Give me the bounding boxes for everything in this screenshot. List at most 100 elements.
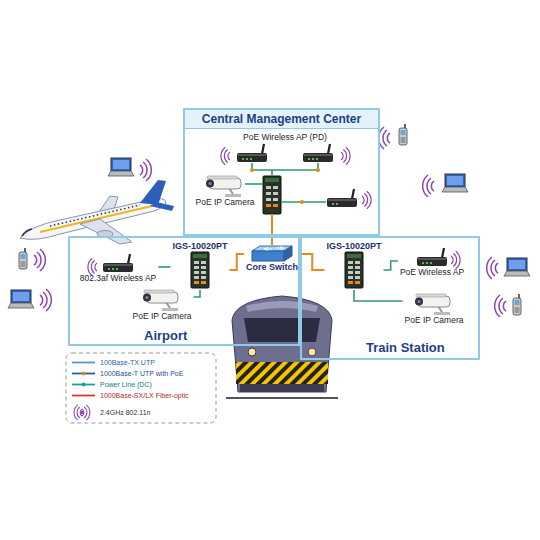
central-wires-part — [271, 214, 273, 245]
industrial-switch-icon-part-part — [201, 261, 206, 264]
access-point-icon-part-part — [442, 248, 444, 258]
core-switch-icon-part-part — [264, 247, 284, 251]
access-point-icon-part — [103, 254, 133, 272]
industrial-switch-icon-part-part — [348, 276, 353, 279]
wireless-devices-part — [379, 127, 390, 149]
ip-camera-icon-part-part — [206, 180, 214, 188]
access-point-icon-part-part — [108, 268, 110, 270]
legend-sample — [72, 383, 95, 387]
legend-sample — [74, 405, 90, 420]
device-label: PoE IP Camera — [405, 315, 464, 325]
train-part — [236, 362, 328, 384]
legend-row: 2.4GHz 802.11n — [100, 407, 189, 418]
wireless-devices-part — [362, 191, 371, 209]
industrial-switch-icon-part-part — [194, 266, 199, 269]
wireless-devices-part — [140, 159, 151, 181]
wireless-devices-part — [341, 147, 350, 165]
ip-camera-icon-part — [415, 294, 450, 315]
ip-camera-icon — [412, 293, 456, 315]
ip-camera-icon-part-part — [143, 294, 151, 302]
core-switch: Core Switch — [244, 244, 300, 273]
central-switch-part — [273, 204, 278, 207]
ip-camera: PoE IP Camera — [403, 292, 466, 326]
ip-camera-icon-part-part — [434, 312, 450, 315]
access-point-icons-part-part — [316, 158, 318, 160]
device-label: 802.3af Wireless AP — [80, 273, 157, 283]
device-label: PoE Wireless AP (PD) — [225, 132, 345, 143]
device-label: Core Switch — [246, 262, 298, 272]
poe-link — [384, 261, 398, 270]
airplane-part — [80, 219, 132, 244]
legend-sample-part — [72, 362, 95, 364]
core-switch-icon-part — [252, 246, 292, 261]
industrial-switch-icon-part-part — [201, 276, 206, 279]
ip-camera-icon-part-part — [209, 182, 212, 185]
legend-sample-part — [82, 372, 86, 376]
access-point-icon-part-part — [128, 254, 130, 264]
legend-row: 1000Base-SX/LX Fiber-optic — [100, 390, 189, 401]
legend-text: 100Base-TX UTP — [100, 359, 155, 366]
airplane-part — [150, 202, 174, 211]
legend-row: Power Line (DC) — [100, 379, 189, 390]
industrial-switch-icon-part-part — [194, 281, 199, 284]
access-point-icon-part — [417, 248, 447, 266]
central-wires-part — [300, 200, 304, 204]
industrial-switch-icon-part-part — [348, 266, 353, 269]
access-point-icons-part-part — [250, 158, 252, 160]
legend-sample — [72, 362, 95, 363]
access-point-icons-part-part — [304, 154, 332, 156]
access-point-icons-part-part — [328, 144, 330, 154]
access-point-pair: PoE Wireless AP (PD) — [225, 132, 345, 163]
central-switch-part — [266, 204, 271, 207]
access-point-part — [336, 203, 338, 205]
central-switch — [263, 176, 281, 214]
train-station-region: Train StationIGS-10020PTPoE Wireless APP… — [300, 236, 480, 360]
ip-camera-icon-part-part — [144, 290, 174, 293]
legend-sample-part — [72, 395, 95, 397]
ip-camera: PoE IP Camera — [131, 288, 194, 322]
central-switch-part — [263, 176, 281, 214]
access-point-icon — [415, 247, 449, 267]
fiber-link — [230, 254, 244, 270]
ip-camera-icon-part-part — [418, 300, 421, 303]
airplane-part — [20, 199, 166, 240]
industrial-switch-icon-part-part — [355, 276, 360, 279]
access-point: 802.3af Wireless AP — [78, 252, 159, 284]
poe-link — [193, 290, 200, 297]
wireless-devices-part — [221, 147, 230, 165]
access-point-icon-part-part — [418, 258, 446, 260]
wireless-devices-part — [423, 175, 434, 197]
central-switch-part — [266, 198, 271, 201]
core-switch-icon-part-part — [284, 246, 292, 261]
ip-camera: PoE IP Camera — [194, 174, 257, 208]
access-point-icon-part-part — [116, 268, 118, 270]
industrial-switch-icon-part-part — [347, 254, 361, 258]
industrial-switch-icon-part-part — [194, 261, 199, 264]
poe-link — [158, 266, 170, 268]
train-part — [226, 397, 338, 399]
legend-sample — [72, 395, 95, 396]
central-wires-part — [245, 183, 263, 185]
central-switch-part — [266, 192, 271, 195]
wireless-devices-part — [34, 249, 45, 271]
train-part — [248, 348, 256, 356]
access-point-icon-part-part — [104, 264, 132, 266]
industrial-switch-icon-part-part — [194, 276, 199, 279]
industrial-switch-icon-part — [345, 252, 363, 288]
fiber-link — [300, 254, 324, 270]
device-label: PoE IP Camera — [196, 197, 255, 207]
wireless-devices-part — [451, 251, 460, 269]
access-point-icon-part-part — [112, 268, 114, 270]
access-point-icons-part — [303, 144, 333, 162]
airplane-part — [22, 229, 32, 236]
legend-row: 1000Base-T UTP with PoE — [100, 368, 189, 379]
access-point-icons — [225, 143, 345, 163]
legend-text: Power Line (DC) — [100, 381, 152, 388]
ip-camera-icon — [140, 289, 184, 311]
central-switch-part — [265, 178, 279, 182]
wireless-devices-part — [399, 124, 407, 145]
access-point-icon-part-part — [430, 262, 432, 264]
industrial-switch-icon-part-part — [345, 252, 363, 288]
